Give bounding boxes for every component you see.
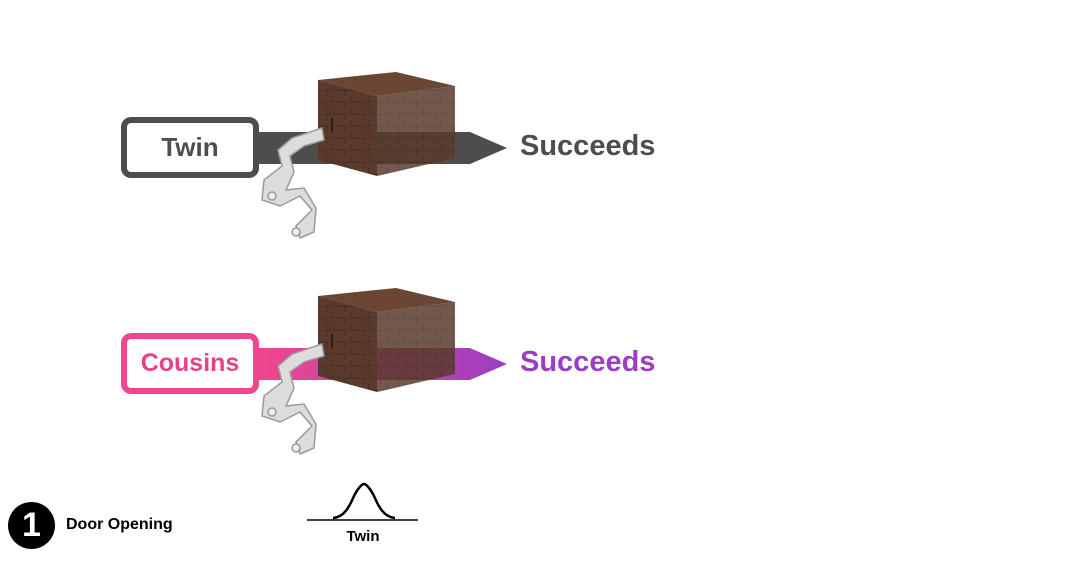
task-name: Door Opening	[66, 516, 173, 533]
cabinet-icon	[318, 288, 455, 392]
cousins-outcome: Succeeds	[520, 346, 656, 378]
twin-label-box: Twin	[121, 117, 259, 178]
distribution-label: Twin	[346, 528, 380, 545]
robot-arm-icon	[261, 343, 325, 456]
gaussian-curve-icon	[307, 482, 418, 521]
cousins-label: Cousins	[140, 349, 240, 377]
twin-label: Twin	[161, 132, 219, 162]
cousins-label-box: Cousins	[121, 333, 259, 394]
cabinet-icon	[318, 72, 455, 176]
robot-arm-icon	[261, 127, 325, 240]
task-number-badge: 1	[8, 502, 55, 549]
twin-outcome: Succeeds	[520, 130, 656, 162]
